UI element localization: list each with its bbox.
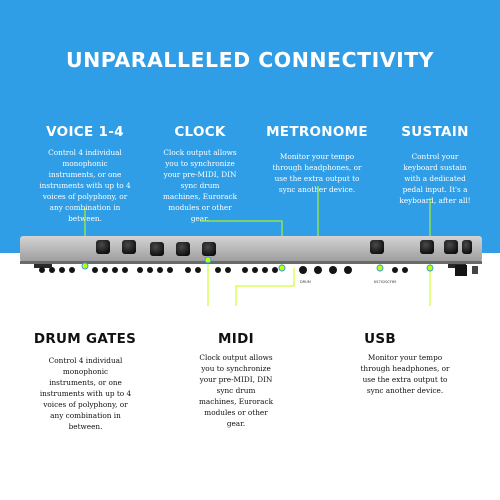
jack-row [39,265,478,276]
sustain-title: SUSTAIN [401,124,469,140]
panel-label-drum: DRUM [300,280,311,284]
headline: UNPARALLELED CONNECTIVITY [65,48,435,72]
usb-title: USB [364,331,396,347]
panel-label-serial: KS7020CF89 [374,280,396,284]
blue-background [0,0,500,253]
clock-title: CLOCK [174,124,226,140]
voice-title: VOICE 1-4 [46,124,124,140]
device-body [20,236,482,262]
metronome-title: METRONOME [266,124,368,140]
callout-dots [81,256,434,272]
midi-title: MIDI [218,331,254,347]
knob-row [96,240,472,256]
drum-gates-title: DRUM GATES [33,331,137,347]
